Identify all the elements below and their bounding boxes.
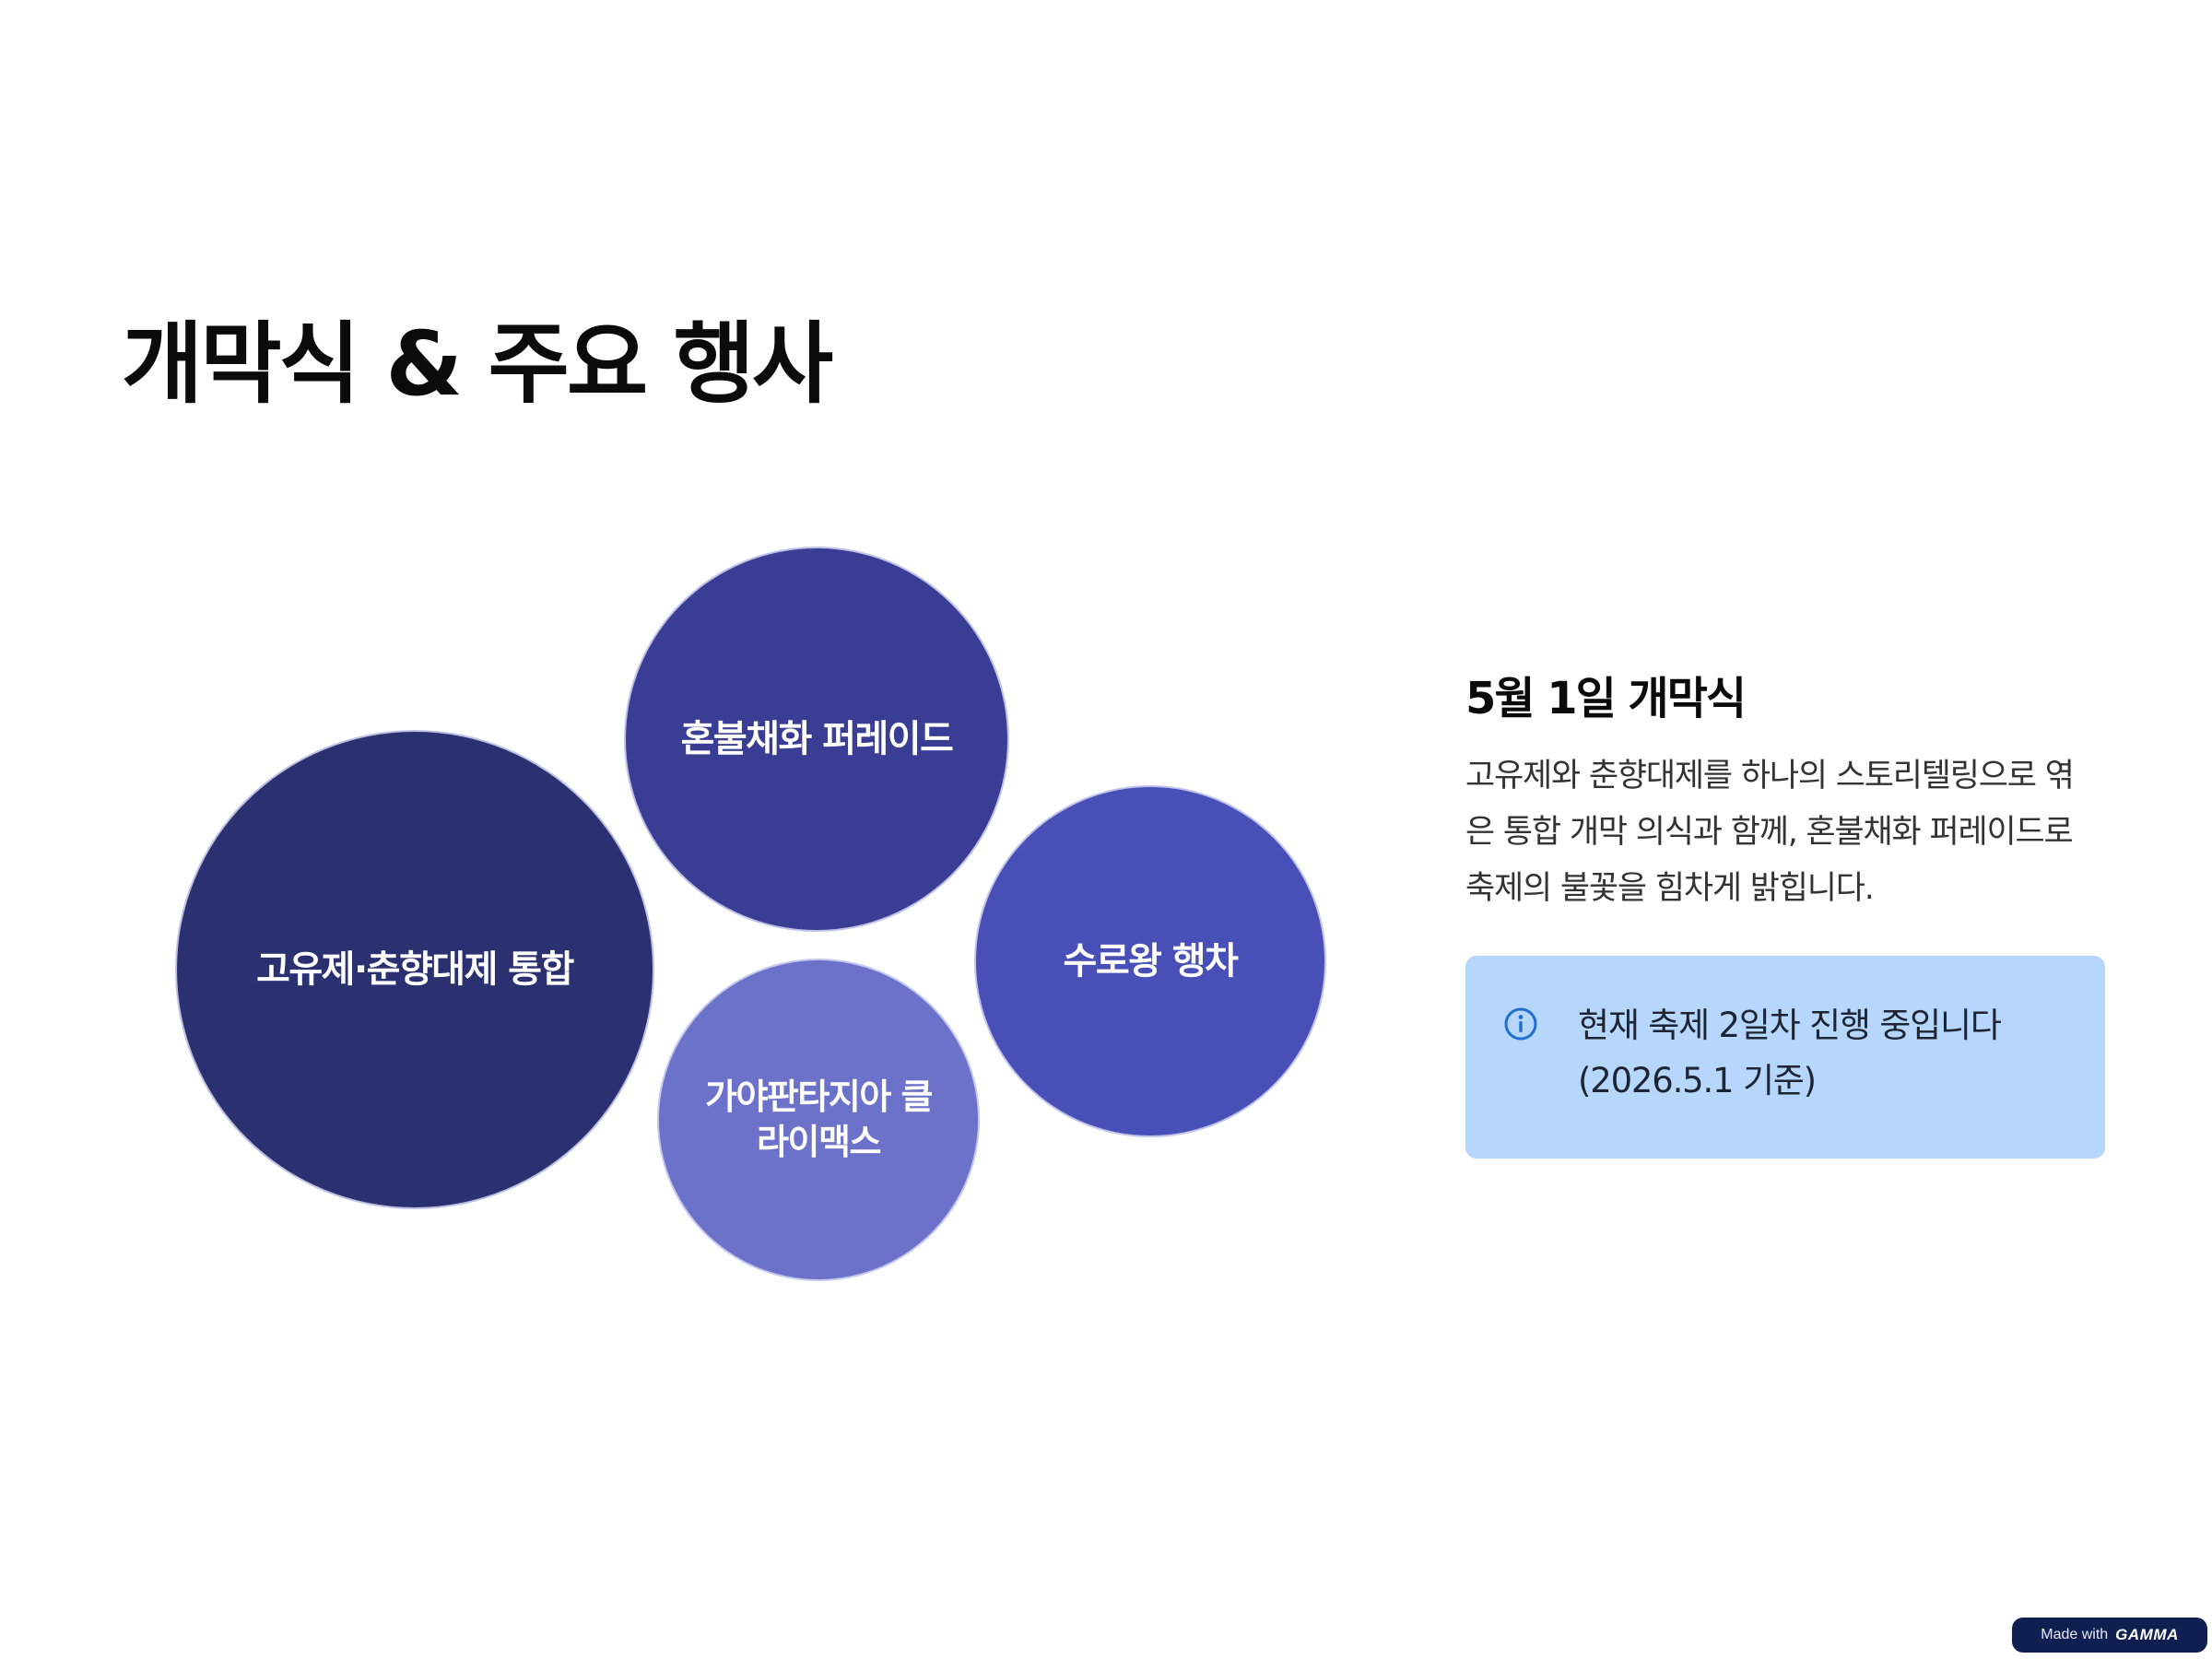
info-callout: 현재 축제 2일차 진행 중입니다 (2026.5.1 기준) [1465, 956, 2105, 1159]
event-bubble-royal-procession[interactable]: 수로왕 행차 [974, 785, 1326, 1137]
made-with-label: Made with [2041, 1627, 2109, 1642]
info-icon [1504, 1007, 1537, 1041]
event-bubble-gaya-fantasia[interactable]: 가야판타지아 클라이맥스 [657, 959, 980, 1281]
gamma-logo: GAMMA [2115, 1626, 2179, 1643]
section-description: 고유제와 춘향대제를 하나의 스토리텔링으로 엮은 통합 개막 의식과 함께, … [1465, 758, 2075, 907]
event-bubble-torch-parade[interactable]: 혼불채화 퍼레이드 [624, 547, 1009, 932]
event-bubble-label: 수로왕 행차 [1063, 940, 1239, 982]
event-bubble-rites[interactable]: 고유제·춘향대제 통합 [175, 730, 654, 1209]
event-bubble-label: 가야판타지아 클라이맥스 [705, 1076, 933, 1162]
event-bubble-label: 혼불채화 퍼레이드 [680, 718, 954, 760]
event-bubble-label: 고유제·춘향대제 통합 [256, 948, 574, 991]
section-heading: 5월 1일 개막식 [1465, 673, 1747, 724]
callout-text: 현재 축제 2일차 진행 중입니다 (2026.5.1 기준) [1578, 1006, 2002, 1100]
made-with-gamma-badge[interactable]: Made with GAMMA [2012, 1618, 2207, 1653]
page-title: 개막식 & 주요 행사 [122, 312, 833, 416]
